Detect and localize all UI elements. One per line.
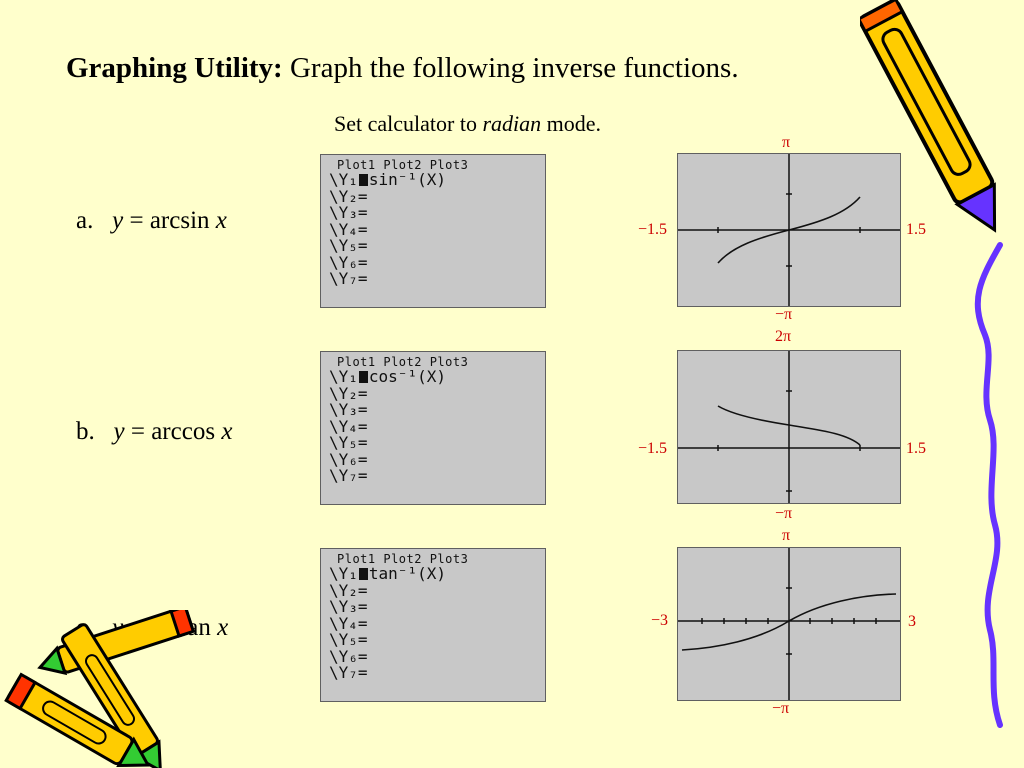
graph-screen-arctan <box>677 547 901 701</box>
y-row: \Y₄= <box>329 219 368 239</box>
cursor-icon <box>358 371 368 383</box>
item-letter: a. <box>76 207 94 234</box>
y-row: \Y₅= <box>329 433 368 452</box>
subtitle-post: mode. <box>541 111 602 136</box>
cursor-icon <box>358 174 368 186</box>
window-xmin-label: −1.5 <box>638 440 668 457</box>
item-letter: b. <box>76 418 95 445</box>
y1-function: tan⁻¹(X) <box>368 564 446 583</box>
arccos-curve <box>717 405 861 446</box>
y-row: \Y₅= <box>329 236 368 255</box>
window-xmin-label: −1.5 <box>638 221 668 238</box>
item-eq: = arcsin <box>123 207 216 234</box>
item-y: y <box>113 418 125 445</box>
window-ymin-label: −π <box>775 306 793 323</box>
graph-screen-arcsin <box>677 153 901 307</box>
axis-ticks <box>717 193 861 267</box>
y-row: \Y₇= <box>329 663 368 682</box>
y1-function: cos⁻¹(X) <box>368 367 446 386</box>
plot-header: Plot1 Plot2 Plot3 <box>337 552 469 566</box>
item-eq: = arccos <box>124 418 222 445</box>
window-ymax-label: 2π <box>775 328 792 345</box>
y-row: \Y₂= <box>329 186 368 206</box>
plot-header: Plot1 Plot2 Plot3 <box>337 158 469 172</box>
cursor-icon <box>358 568 368 580</box>
window-ymin-label: −π <box>772 700 790 717</box>
window-xmax-label: 1.5 <box>906 221 926 238</box>
page-title: Graphing Utility: Graph the following in… <box>66 52 739 85</box>
y-row: \Y₇= <box>329 269 368 288</box>
window-xmax-label: 1.5 <box>906 440 926 457</box>
subtitle-pre: Set calculator to <box>334 111 483 136</box>
y-row: \Y₃= <box>329 203 368 222</box>
subtitle-em: radian <box>482 111 542 136</box>
item-x: x <box>221 418 233 445</box>
item-a-label: a. y = arcsin x <box>76 207 227 235</box>
arcsin-curve <box>717 196 861 264</box>
y1-function: sin⁻¹(X) <box>368 170 446 189</box>
y-row: \Y₅= <box>329 630 368 649</box>
y-row: \Y₇= <box>329 466 368 485</box>
subtitle: Set calculator to radian mode. <box>334 111 601 137</box>
graph-arccos-svg <box>678 351 900 503</box>
y-row: \Y₂= <box>329 383 368 403</box>
y-row: \Y₄= <box>329 416 368 436</box>
item-x: x <box>217 614 229 641</box>
arctan-curve <box>681 593 897 651</box>
y-row: \Y₄= <box>329 613 368 633</box>
pencil-icon <box>4 610 196 768</box>
window-xmin-label: −3 <box>651 612 669 629</box>
y-row: \Y₃= <box>329 400 368 419</box>
y-row: \Y₂= <box>329 580 368 600</box>
window-ymin-label: −π <box>775 505 793 522</box>
y-row: \Y₆= <box>329 449 368 469</box>
item-y: y <box>112 207 124 234</box>
graph-arctan-svg <box>678 548 900 700</box>
window-xmax-label: 3 <box>908 613 916 630</box>
y-row: \Y₃= <box>329 597 368 616</box>
graph-arcsin-svg <box>678 154 900 306</box>
y-row: \Y₆= <box>329 646 368 666</box>
graph-screen-arccos <box>677 350 901 504</box>
item-b-label: b. y = arccos x <box>76 418 232 446</box>
window-ymax-label: π <box>782 134 791 151</box>
axis-ticks <box>701 587 877 655</box>
pencil-icon <box>860 0 997 233</box>
squiggle-line-icon <box>974 242 1003 728</box>
title-bold: Graphing Utility: <box>66 52 283 84</box>
y-row: \Y₆= <box>329 252 368 272</box>
plot-header: Plot1 Plot2 Plot3 <box>337 355 469 369</box>
axis-ticks <box>717 390 861 492</box>
window-ymax-label: π <box>782 527 791 544</box>
item-x: x <box>215 207 227 234</box>
title-rest: Graph the following inverse functions. <box>282 52 739 84</box>
